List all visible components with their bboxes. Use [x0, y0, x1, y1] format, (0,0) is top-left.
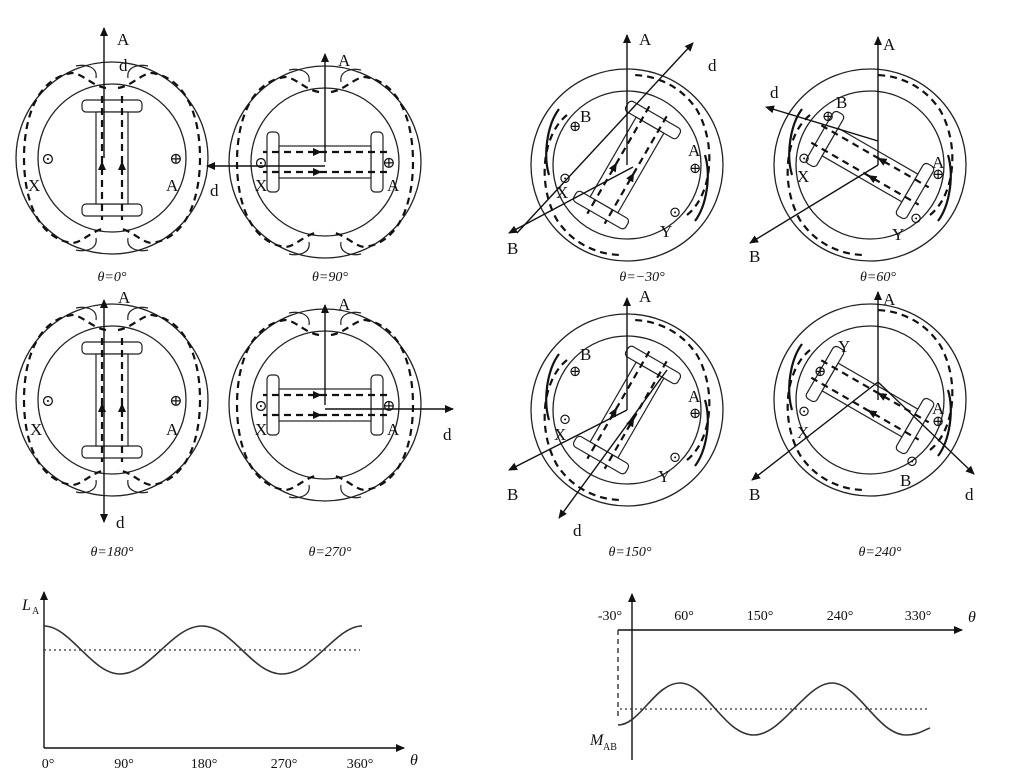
la-tick-270: 270° [271, 757, 298, 772]
svg-text:⊕: ⊕ [569, 119, 582, 135]
svg-text:⊙: ⊙ [669, 205, 682, 221]
label-axis-d: d [573, 521, 582, 540]
label-y: Y [658, 467, 670, 486]
label-axis-d: d [965, 485, 974, 504]
la-tick-0: 0° [42, 757, 55, 772]
label-axis-d: d [770, 83, 779, 102]
la-tick-90: 90° [114, 757, 134, 772]
svg-text:⊙: ⊙ [559, 171, 572, 187]
svg-text:⊕: ⊕ [932, 167, 945, 183]
svg-text:⊕: ⊕ [689, 161, 702, 177]
panel-theta-90 [206, 53, 423, 260]
label-y: Y [892, 225, 904, 244]
svg-text:⊙: ⊙ [798, 151, 811, 167]
label-x: X [255, 176, 267, 195]
svg-text:⊕: ⊕ [569, 364, 582, 380]
la-ylabel: L [21, 597, 31, 614]
caption-theta-180: θ=180° [91, 545, 134, 560]
la-xlabel: θ [410, 752, 418, 769]
mab-tick-330: 330° [905, 609, 932, 624]
label-a: A [166, 420, 179, 439]
caption-theta-minus-30: θ=−30° [619, 270, 665, 285]
la-tick-180: 180° [191, 757, 218, 772]
label-axis-a: A [338, 51, 351, 70]
label-b: B [836, 93, 847, 112]
label-axis-a: A [883, 35, 896, 54]
label-y: Y [660, 222, 672, 241]
label-y: Y [838, 337, 850, 356]
svg-text:⊕: ⊕ [822, 109, 835, 125]
label-x: X [28, 176, 40, 195]
panel-theta-180 [14, 299, 210, 523]
svg-text:⊕: ⊕ [689, 406, 702, 422]
label-axis-d: d [116, 513, 125, 532]
label-axis-d: d [708, 56, 717, 75]
la-waveform [43, 625, 363, 675]
label-axis-a: A [338, 295, 351, 314]
mab-waveform [617, 682, 931, 736]
label-axis-b: B [749, 247, 760, 266]
label-axis-b: B [507, 485, 518, 504]
panel-theta-240: ⊕ ⊕ ⊙ ⊙ [751, 291, 975, 498]
la-tick-360: 360° [347, 757, 374, 772]
label-x: X [797, 167, 809, 186]
label-axis-a: A [639, 30, 652, 49]
label-axis-d: d [210, 181, 219, 200]
caption-theta-240: θ=240° [859, 545, 902, 560]
mab-tick-240: 240° [827, 609, 854, 624]
label-axis-a: A [639, 287, 652, 306]
label-axis-a: A [118, 288, 131, 307]
label-a: A [688, 141, 701, 160]
label-x: X [30, 420, 42, 439]
panel-theta-60: ⊕ ⊕ ⊙ ⊙ [749, 36, 968, 263]
label-x: X [797, 423, 809, 442]
panel-theta-minus-30: ⊕ ⊕ ⊙ ⊙ [508, 34, 725, 263]
label-a: A [932, 153, 945, 172]
panel-theta-0 [14, 27, 210, 256]
mab-ylabel-sub: AB [603, 742, 617, 753]
label-b: B [580, 345, 591, 364]
svg-text:⊕: ⊕ [932, 414, 945, 430]
label-a: A [387, 176, 400, 195]
caption-theta-0: θ=0° [98, 270, 127, 285]
mab-tick-minus-30: -30° [598, 609, 622, 624]
label-b: B [580, 107, 591, 126]
caption-theta-270: θ=270° [309, 545, 352, 560]
caption-theta-150: θ=150° [609, 545, 652, 560]
svg-text:⊙: ⊙ [906, 454, 919, 470]
label-axis-d: d [119, 56, 128, 75]
label-axis-d: d [443, 425, 452, 444]
svg-text:⊙: ⊙ [910, 211, 923, 227]
plot-la: L A θ 0° 90° 180° 270° 360° [21, 591, 418, 772]
label-axis-a: A [883, 290, 896, 309]
caption-theta-90: θ=90° [312, 270, 348, 285]
panel-theta-270 [227, 304, 454, 503]
label-b: B [900, 471, 911, 490]
label-x: X [556, 183, 568, 202]
label-x: X [255, 420, 267, 439]
mab-tick-150: 150° [747, 609, 774, 624]
mab-tick-60: 60° [674, 609, 694, 624]
label-axis-a: A [117, 30, 130, 49]
svg-text:⊙: ⊙ [559, 412, 572, 428]
plot-mab: M AB θ -30° 60° 150° 240° 330° [589, 593, 976, 760]
svg-text:⊕: ⊕ [814, 364, 827, 380]
label-a: A [166, 176, 179, 195]
caption-theta-60: θ=60° [860, 270, 896, 285]
la-ylabel-sub: A [32, 606, 40, 617]
svg-text:⊙: ⊙ [669, 450, 682, 466]
label-a: A [387, 420, 400, 439]
label-axis-b: B [507, 239, 518, 258]
svg-text:⊙: ⊙ [798, 404, 811, 420]
mab-ylabel: M [589, 732, 605, 749]
label-a: A [932, 399, 945, 418]
mab-xlabel: θ [968, 609, 976, 626]
label-a: A [688, 387, 701, 406]
label-x: X [554, 425, 566, 444]
panel-theta-150: ⊕ ⊕ ⊙ ⊙ [508, 297, 725, 519]
label-axis-b: B [749, 485, 760, 504]
